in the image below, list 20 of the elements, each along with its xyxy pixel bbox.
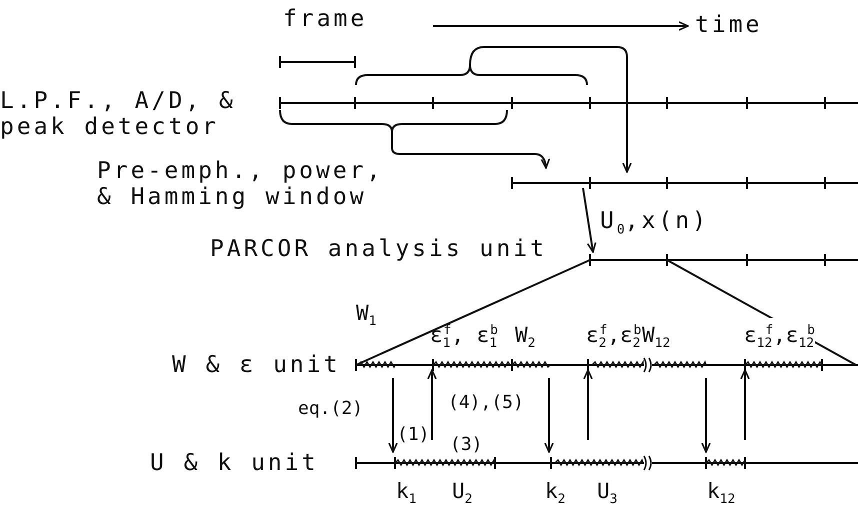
signal-label: U$_{3}$ bbox=[597, 478, 618, 510]
row-label: U & k unit bbox=[150, 450, 318, 476]
row-label: PARCOR analysis unit bbox=[210, 236, 547, 262]
equation-label: eq.(2) bbox=[298, 397, 364, 421]
signal-label: U$_{0}$,x(n) bbox=[600, 208, 709, 240]
axis-label: time bbox=[695, 12, 762, 38]
row-label: Pre-emph., power, & Hamming window bbox=[97, 158, 384, 210]
signal-label: k$_{2}$ bbox=[545, 478, 566, 510]
signal-label: U$_{2}$ bbox=[452, 478, 472, 510]
signal-label: k$_{12}$ bbox=[707, 478, 736, 510]
signal-label: k$_{1}$ bbox=[396, 478, 416, 510]
equation-label: (4),(5) bbox=[448, 391, 524, 415]
signal-label: W$_{1}$ bbox=[356, 300, 376, 332]
equation-label: (3) bbox=[450, 433, 483, 457]
signal-label: W$_{12}$ bbox=[642, 322, 670, 354]
row-label: L.P.F., A/D, & peak detector bbox=[0, 88, 237, 140]
equation-label: (1) bbox=[397, 423, 430, 447]
interval-label: frame bbox=[283, 6, 368, 32]
row-label: W & ε unit bbox=[172, 352, 340, 378]
signal-label: W$_{2}$ bbox=[515, 322, 536, 354]
